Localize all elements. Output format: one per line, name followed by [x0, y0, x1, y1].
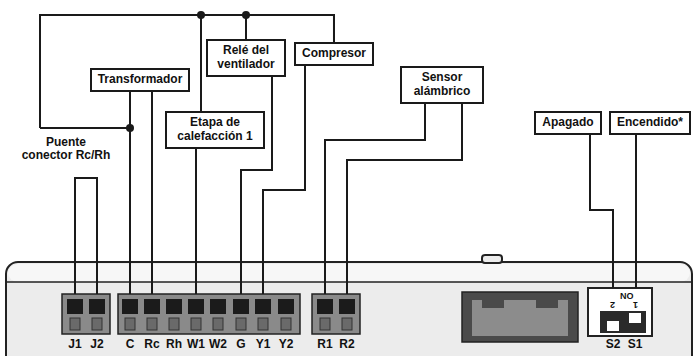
heat-stage-box: Etapa de calefacción 1 — [165, 111, 265, 149]
rj45-tab — [536, 300, 558, 308]
wired-sensor-box: Sensor alámbrico — [400, 66, 484, 104]
terminal-screw — [320, 318, 330, 330]
terminal-label: J2 — [90, 338, 103, 351]
jumper-label: Puente conector Rc/Rh — [20, 136, 112, 162]
terminal-screw — [258, 318, 268, 330]
box-label: Relé del ventilador — [214, 44, 278, 72]
compressor-box: Compresor — [294, 42, 374, 66]
housing-bump — [482, 255, 502, 263]
fan-relay-box: Relé del ventilador — [206, 39, 286, 77]
terminal-opening — [255, 299, 271, 314]
dip-lever — [629, 313, 641, 323]
terminal-screw — [92, 318, 102, 330]
terminal-label: Rc — [144, 338, 159, 351]
box-label: Apagado — [542, 116, 593, 130]
terminal-screw — [281, 318, 291, 330]
terminal-screw — [147, 318, 157, 330]
rj45-jack — [462, 292, 578, 342]
off-box: Apagado — [534, 111, 601, 135]
housing-top-face — [8, 264, 690, 282]
terminal-label: W1 — [187, 338, 205, 351]
terminal-screw — [125, 318, 135, 330]
terminal-label: R1 — [317, 338, 332, 351]
terminal-label: S2 — [606, 338, 621, 351]
terminal-label: W2 — [209, 338, 227, 351]
terminal-opening — [233, 299, 249, 314]
terminal-screw — [236, 318, 246, 330]
terminal-label: Y2 — [279, 338, 294, 351]
terminal-block — [312, 294, 360, 334]
rj45-tab — [482, 300, 504, 308]
terminal-block — [62, 294, 110, 334]
junction-dot — [126, 124, 134, 132]
terminal-screw — [70, 318, 80, 330]
wire-connector — [246, 15, 334, 42]
terminal-screw — [169, 318, 179, 330]
terminal-label: J1 — [68, 338, 81, 351]
thermostat-housing — [6, 262, 692, 356]
dip-switch-body — [600, 311, 646, 333]
box-label: Transformador — [98, 73, 183, 87]
housing-edge — [7, 281, 691, 283]
terminal-openings — [67, 299, 355, 330]
switch-marking: 2 — [610, 299, 615, 309]
on-box: Encendido* — [609, 111, 691, 135]
terminal-opening — [166, 299, 182, 314]
box-label: Encendido* — [617, 116, 683, 130]
transformer-box: Transformador — [90, 68, 191, 92]
terminal-label: G — [236, 338, 245, 351]
terminal-screw — [191, 318, 201, 330]
terminal-opening — [339, 299, 355, 314]
terminal-label: R2 — [339, 338, 354, 351]
rj45-opening — [472, 300, 568, 336]
terminal-opening — [317, 299, 333, 314]
terminal-opening — [67, 299, 83, 314]
terminal-label: Rh — [166, 338, 182, 351]
dip-lever — [607, 321, 619, 331]
terminal-label: C — [126, 338, 135, 351]
box-label: Sensor alámbrico — [408, 71, 476, 99]
terminal-screw — [213, 318, 223, 330]
switch-marking: 1 — [633, 299, 638, 309]
dip-switch — [588, 288, 652, 336]
terminal-block — [118, 294, 300, 334]
terminal-opening — [188, 299, 204, 314]
wire — [40, 15, 636, 294]
terminal-label: S1 — [628, 338, 643, 351]
terminal-opening — [210, 299, 226, 314]
box-label: Compresor — [302, 47, 366, 61]
terminal-opening — [122, 299, 138, 314]
terminal-opening — [89, 299, 105, 314]
terminal-label: Y1 — [256, 338, 271, 351]
switch-marking: ON — [620, 290, 634, 300]
box-label: Etapa de calefacción 1 — [173, 116, 257, 144]
terminal-opening — [144, 299, 160, 314]
terminal-opening — [278, 299, 294, 314]
terminal-screw — [342, 318, 352, 330]
